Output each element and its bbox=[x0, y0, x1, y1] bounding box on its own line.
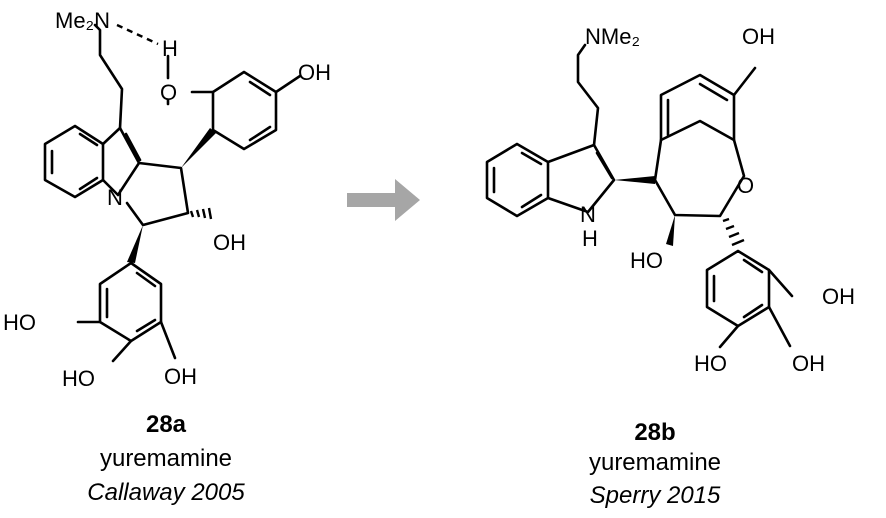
left-compound-name: yuremamine bbox=[100, 445, 232, 472]
left-ho-label: HO bbox=[3, 310, 36, 335]
right-ring-ho-label: HO bbox=[630, 248, 663, 273]
right-nme2-label: NMe₂ bbox=[585, 24, 640, 49]
structure-28b bbox=[485, 43, 794, 349]
right-compound-name: yuremamine bbox=[589, 449, 721, 476]
left-compound-number: 28a bbox=[146, 411, 187, 438]
right-oh-label: OH bbox=[822, 284, 855, 309]
left-nme2-label: Me₂N bbox=[55, 8, 110, 33]
structure-28a bbox=[43, 23, 302, 363]
right-bottom-ho-label: HO bbox=[694, 351, 727, 376]
left-hbond-h-label: H bbox=[162, 36, 178, 61]
left-phenol-o-label: O bbox=[160, 80, 177, 105]
right-citation: Sperry 2015 bbox=[590, 482, 721, 509]
left-ring-n-label: N bbox=[107, 185, 123, 210]
left-bottom-ho-label: HO bbox=[62, 366, 95, 391]
left-top-oh-label: OH bbox=[298, 60, 331, 85]
right-nh-n-label: N bbox=[580, 202, 596, 227]
right-compound-number: 28b bbox=[634, 419, 675, 446]
left-ring-oh-label: OH bbox=[213, 230, 246, 255]
reaction-arrow bbox=[347, 179, 420, 221]
right-nh-h-label: H bbox=[582, 226, 598, 251]
left-right-oh-label: OH bbox=[164, 364, 197, 389]
left-citation: Callaway 2005 bbox=[87, 479, 245, 506]
right-ring-o-label: O bbox=[737, 173, 754, 198]
right-top-oh-label: OH bbox=[742, 24, 775, 49]
right-bottom-oh-label: OH bbox=[792, 351, 825, 376]
